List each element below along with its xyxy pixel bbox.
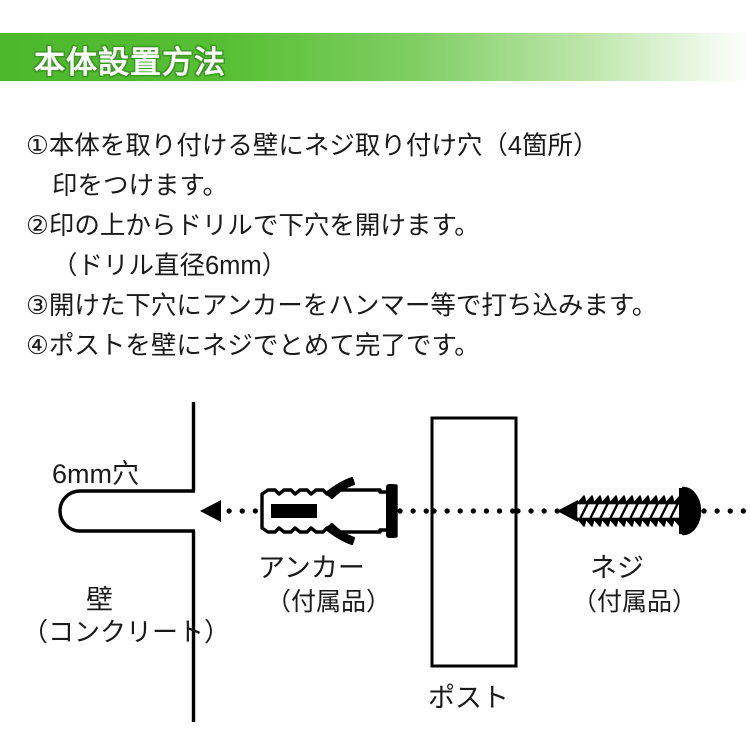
drilled-hole-shape xyxy=(58,489,195,533)
label-screw-note: （付属品） xyxy=(572,588,698,616)
page-title: 本体設置方法 xyxy=(34,45,226,80)
label-wall-material: （コンクリート） xyxy=(22,617,231,647)
instruction-line-5: ③開けた下穴にアンカーをハンマー等で打ち込みます。 xyxy=(26,292,658,320)
label-anchor-note: （付属品） xyxy=(266,588,392,616)
label-hole-size: 6mm穴 xyxy=(52,459,139,489)
instruction-list: ①本体を取り付ける壁にネジ取り付け穴（4箇所） 印をつけます。 ②印の上からドリ… xyxy=(26,126,736,366)
anchor-illustration xyxy=(260,476,398,546)
instruction-line-4: （ドリル直径6mm） xyxy=(52,252,288,280)
label-wall: 壁 xyxy=(86,585,113,615)
instruction-line-2: 印をつけます。 xyxy=(52,172,228,200)
instruction-line-3: ②印の上からドリルで下穴を開けます。 xyxy=(26,212,480,240)
instruction-line-6: ④ポストを壁にネジでとめて完了です。 xyxy=(26,332,480,360)
direction-arrow-icon xyxy=(200,500,221,522)
post-illustration xyxy=(430,416,518,668)
screw-illustration xyxy=(557,486,702,536)
instruction-line-1: ①本体を取り付ける壁にネジ取り付け穴（4箇所） xyxy=(26,132,599,160)
label-anchor: アンカー xyxy=(258,553,365,583)
header-banner xyxy=(0,33,750,81)
label-post: ポスト xyxy=(428,683,509,713)
label-screw: ネジ xyxy=(590,553,644,583)
